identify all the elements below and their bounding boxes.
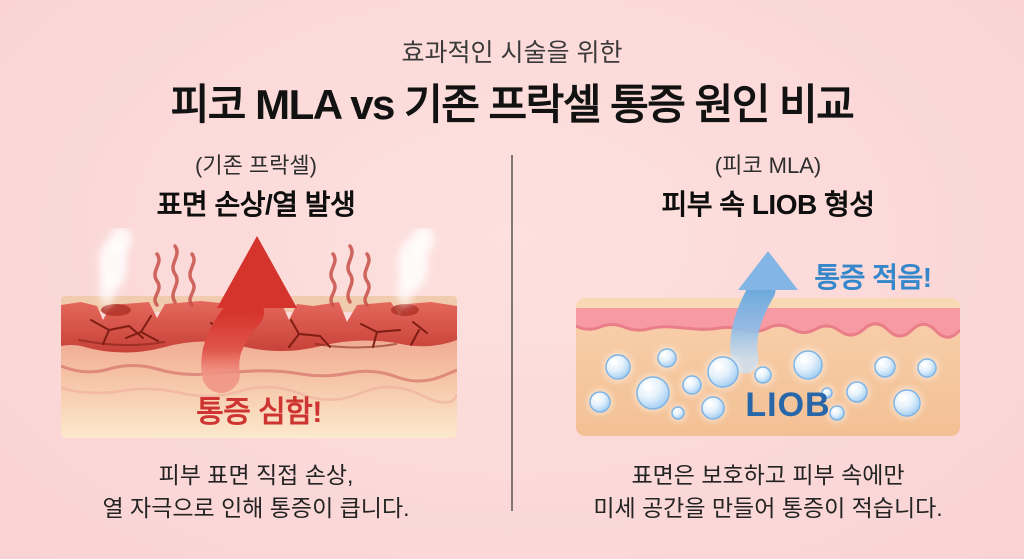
column-divider [511,155,513,511]
liob-bubble-icon [714,362,723,371]
red-up-arrow-icon [201,236,297,393]
dermis-wave-line [61,364,457,383]
pain-severe-callout: 통증 심함! [196,396,322,429]
liob-bubble-icon [657,348,677,368]
pain-low-callout: 통증 적음! [814,262,932,293]
liob-label: LIOB [745,386,831,424]
left-caption-line1: 피부 표면 직접 손상, [158,462,354,488]
liob-bubble-icon [899,394,907,402]
liob-bubble-icon [846,381,868,403]
left-column-header: (기존 프락셀) 표면 손상/열 발생 [0,152,512,223]
epidermis-band [576,308,960,338]
left-caption: 피부 표면 직접 손상, 열 자극으로 인해 통증이 큽니다. [0,459,512,525]
liob-bubble-icon [921,362,927,367]
liob-bubble-icon [917,358,937,378]
right-method-heading: 피부 속 LIOB 형성 [661,189,875,220]
dermis-layer [61,324,457,438]
liob-bubble-icon [643,382,653,392]
liob-bubble-icon [754,366,772,384]
liob-bubble-icon [611,359,618,366]
left-caption-line2: 열 자극으로 인해 통증이 큽니다. [102,495,410,521]
right-caption-line1: 표면은 보호하고 피부 속에만 [631,462,905,488]
liob-bubble-icon [686,379,692,384]
right-method-label: (피코 MLA) [714,153,822,178]
liob-bubble-icon [799,356,808,364]
liob-bubble-icon [832,408,837,413]
liob-bubble-icon [674,409,678,413]
liob-bubble-icon [758,369,763,375]
liob-bubble-icon [706,400,713,407]
liob-bubble-icon [893,389,921,417]
liob-bubble-icon [824,389,827,393]
liob-bubble-icon [874,356,896,378]
liob-bubble-icon [701,396,725,420]
right-column-header: (피코 MLA) 피부 속 LIOB 형성 [512,152,1024,223]
right-caption: 표면은 보호하고 피부 속에만 미세 공간을 만들어 통증이 적습니다. [512,459,1024,525]
liob-bubble-icon [661,352,667,357]
left-method-label: (기존 프락셀) [195,153,317,178]
liob-bubble-icon [594,395,600,401]
right-caption-line2: 미세 공간을 만들어 통증이 적습니다. [593,495,943,521]
damaged-skin-illustration [61,228,457,438]
smoke-icon [99,228,434,306]
page-title: 피코 MLA vs 기존 프락셀 통증 원인 비교 [170,81,855,128]
liob-bubble-icon [793,350,823,380]
blue-up-arrow-icon [730,251,798,374]
protected-skin-illustration [576,251,960,436]
bubble-layer [587,346,939,423]
liob-bubble-icon [605,354,631,380]
liob-bubble-icon [879,360,885,366]
liob-bubble-icon [707,356,739,388]
liob-bubble-icon [636,376,670,410]
liob-bubble-icon [671,406,685,420]
left-method-heading: 표면 손상/열 발생 [156,189,356,220]
burn-spot [391,304,419,316]
liob-bubble-icon [851,385,857,391]
liob-bubble-icon [589,391,611,413]
dermis-wave-line-2 [61,385,457,404]
heat-lines-icon [153,244,371,307]
burn-spot [101,304,131,316]
liob-bubble-icon [682,375,702,395]
epidermis-wave-line [576,322,960,339]
page-subtitle: 효과적인 시술을 위한 [401,39,623,67]
